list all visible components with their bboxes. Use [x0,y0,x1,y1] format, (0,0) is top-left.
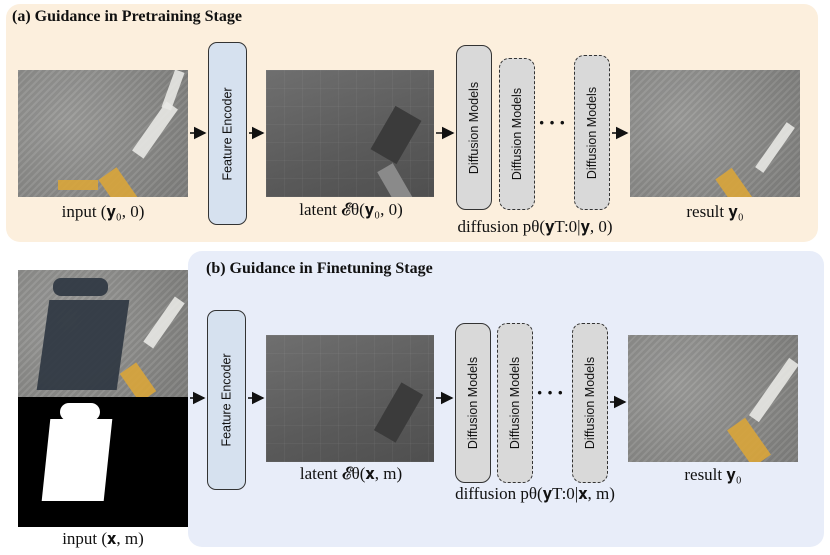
pretraining-input-label: input (𝐲₀, 0) [61,202,145,221]
finetuning-latent-label: latent 𝓔θ(𝐱, m) [299,464,403,483]
pretraining-input-image [18,70,188,197]
pretraining-feature-encoder: Feature Encoder [208,42,247,225]
finetuning-input-mask [18,397,188,527]
pretraining-diffusion-model-3: Diffusion Models [574,55,610,210]
finetuning-result-image [628,335,798,462]
pretraining-diffusion-model-1: Diffusion Models [456,45,492,210]
finetuning-ellipsis: ··· [536,380,568,405]
finetuning-diffusion-label: diffusion pθ(𝐲T:0|𝐱, m) [455,484,615,503]
pretraining-latent-image [266,70,434,197]
pretraining-stage-title: (a) Guidance in Pretraining Stage [12,8,242,25]
pretraining-diffusion-model-2: Diffusion Models [499,58,535,210]
finetuning-latent-image [266,335,434,462]
pretraining-result-label: result 𝐲₀ [686,202,744,221]
pretraining-result-image [630,70,800,197]
pretraining-ellipsis: ··· [538,110,570,135]
finetuning-diffusion-model-3: Diffusion Models [572,323,608,483]
pretraining-diffusion-label: diffusion pθ(𝐲T:0|𝐲, 0) [457,217,613,236]
finetuning-result-label: result 𝐲₀ [684,465,742,484]
finetuning-input-image [18,270,188,397]
finetuning-stage-title: (b) Guidance in Finetuning Stage [206,260,433,277]
finetuning-diffusion-model-2: Diffusion Models [497,323,533,483]
finetuning-input-label: input (𝐱, m) [62,529,144,548]
finetuning-feature-encoder: Feature Encoder [207,310,246,490]
pretraining-latent-label: latent 𝓔θ(𝐲₀, 0) [299,200,403,219]
finetuning-diffusion-model-1: Diffusion Models [455,323,491,483]
